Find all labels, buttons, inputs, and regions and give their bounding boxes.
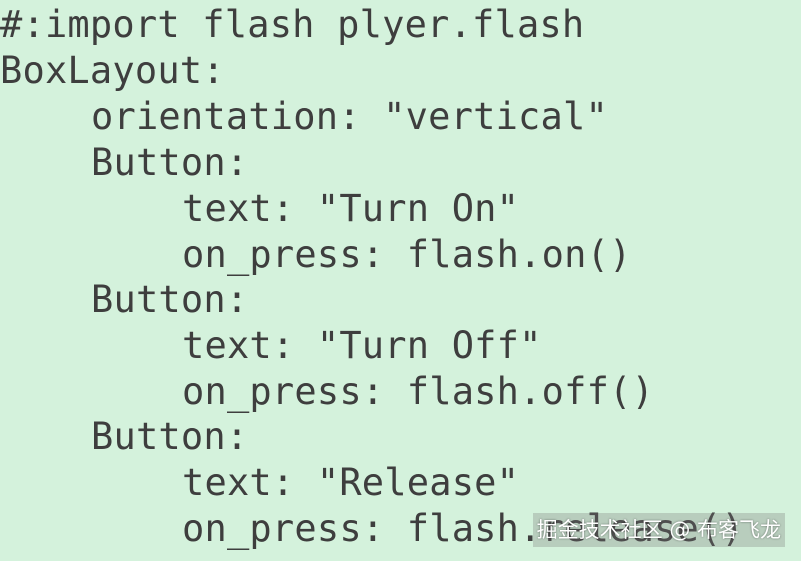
code-line-button-2: Button: xyxy=(91,278,249,321)
code-line-button-1-on-press: on_press: flash.on() xyxy=(182,233,632,276)
code-line-button-3-text: text: "Release" xyxy=(182,461,520,504)
code-line-boxlayout: BoxLayout: xyxy=(0,49,225,92)
code-line-button-2-on-press: on_press: flash.off() xyxy=(182,370,654,413)
code-line-button-1-text: text: "Turn On" xyxy=(182,187,520,230)
code-line-import: #:import flash plyer.flash xyxy=(0,3,585,46)
watermark: 掘金技术社区 @ 布客飞龙 xyxy=(532,513,785,547)
code-line-button-1: Button: xyxy=(91,141,249,184)
code-line-button-3: Button: xyxy=(91,415,249,458)
code-line-button-3-on-press: on_press: flash.release() xyxy=(182,507,744,550)
code-line-orientation: orientation: "vertical" xyxy=(91,95,608,138)
code-line-button-2-text: text: "Turn Off" xyxy=(182,324,542,367)
